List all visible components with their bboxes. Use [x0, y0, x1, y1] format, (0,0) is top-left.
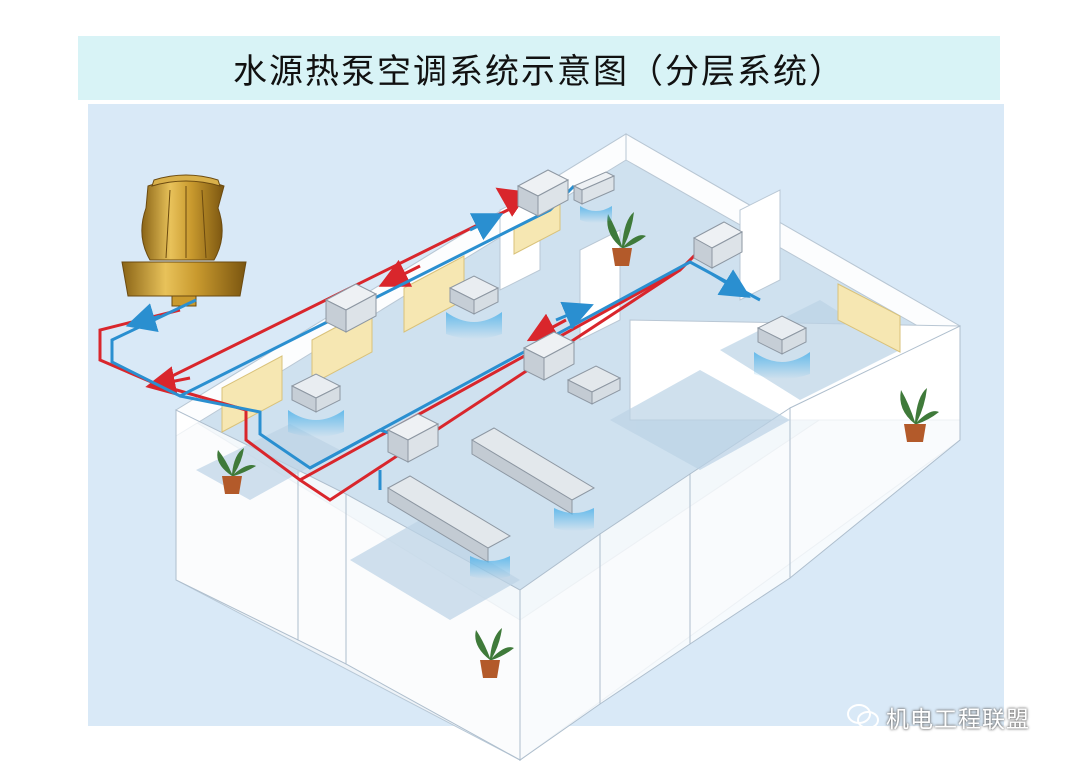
potted-plant-icon	[475, 628, 514, 678]
title-bar: 水源热泵空调系统示意图（分层系统）	[78, 36, 1000, 100]
ducted-unit	[470, 427, 596, 531]
potted-plant-icon	[607, 212, 646, 266]
watermark: 机电工程联盟	[846, 702, 1030, 733]
ceiling-cassette-unit	[754, 315, 810, 379]
heat-pump-unit	[324, 283, 378, 333]
cooling-tower-icon	[121, 174, 247, 307]
wechat-icon	[847, 704, 879, 729]
ceiling-cassette-unit	[446, 275, 502, 339]
ducted-unit	[566, 365, 622, 405]
heat-pump-unit	[516, 169, 570, 217]
diagram-title: 水源热泵空调系统示意图（分层系统）	[233, 51, 845, 92]
wall-panels	[221, 203, 901, 433]
heat-pump-unit	[386, 413, 440, 463]
watermark-text: 机电工程联盟	[886, 707, 1030, 733]
heat-pump-unit	[522, 331, 576, 381]
potted-plant-icon	[217, 448, 256, 494]
ducted-unit	[386, 475, 512, 579]
potted-plant-icon	[900, 388, 939, 442]
wall-mounted-unit	[572, 171, 616, 223]
heat-pump-unit	[692, 221, 744, 269]
ceiling-cassette-unit	[288, 373, 344, 437]
